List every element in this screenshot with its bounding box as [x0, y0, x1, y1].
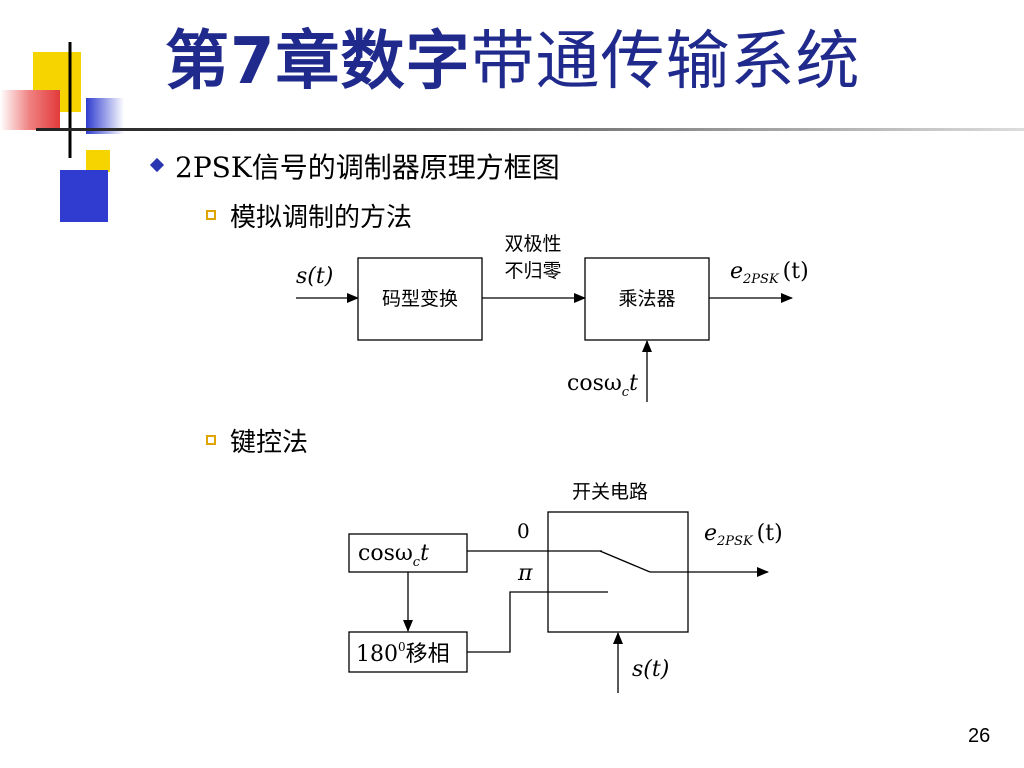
slide-title: 第7章数字带通传输系统	[165, 30, 861, 94]
carrier-label: cosωct	[567, 371, 638, 400]
code-conversion-block	[357, 257, 483, 341]
bipolar-label-1: 双极性	[504, 233, 561, 255]
square-bullet-icon	[206, 210, 216, 220]
switch-arm	[599, 550, 651, 573]
yellow-square-small	[86, 150, 110, 172]
bullet-analog-method: 模拟调制的方法	[230, 203, 413, 233]
title-light-part: 带通传输系统	[470, 25, 861, 99]
title-underline	[36, 128, 1024, 131]
control-label: s(t)	[632, 657, 669, 682]
corner-decoration	[0, 42, 124, 222]
multiplier-block	[584, 257, 710, 341]
square-bullet-icon	[206, 435, 216, 445]
bullet-keying-method: 键控法	[230, 428, 309, 458]
zero-label: 0	[517, 519, 530, 543]
red-fade-bar	[0, 90, 60, 130]
pi-label: π	[517, 561, 533, 586]
carrier-block-label: cosωct	[358, 541, 429, 570]
phase-shift-block	[348, 631, 468, 673]
input-label: s(t)	[296, 264, 333, 289]
code-conversion-label: 码型变换	[382, 288, 458, 310]
title-bold-part: 第7章数字	[165, 25, 471, 99]
pi-phase-line	[467, 591, 608, 653]
bipolar-label-2: 不归零	[504, 260, 561, 282]
phase-shift-label: 1800移相	[356, 640, 450, 667]
switch-circuit-label: 开关电路	[572, 481, 648, 503]
switch-output-label: e2PSK(t)	[704, 521, 783, 549]
bullet-main: 2PSK信号的调制器原理方框图	[175, 151, 560, 184]
multiplier-label: 乘法器	[618, 288, 675, 310]
output-label: e2PSK(t)	[730, 259, 809, 287]
page-number: 26	[968, 725, 991, 747]
carrier-block	[348, 533, 468, 573]
blue-square-bottom	[60, 170, 108, 222]
